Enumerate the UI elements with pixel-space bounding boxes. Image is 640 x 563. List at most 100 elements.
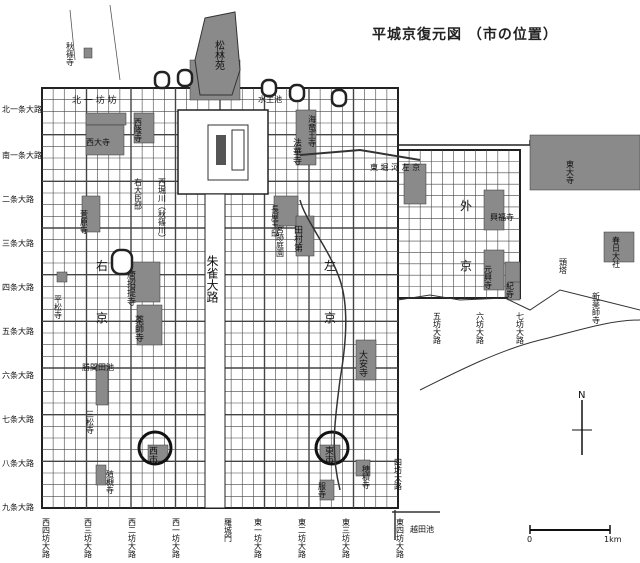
row-labels: 北一条大路南一条大路二条大路三条大路四条大路五条大路六条大路七条大路八条大路九条… [2, 104, 42, 512]
place-label: 東 堀 河 左 京 [370, 162, 420, 172]
place-label: 西堀川（秋篠川） [158, 178, 167, 242]
place-label: 東大寺 [566, 159, 575, 184]
pond-icon [110, 248, 134, 276]
place-label: 春日大社 [612, 235, 621, 269]
place-label: 右大臣邸 [134, 177, 143, 211]
place-label: 左 [324, 258, 336, 273]
temple-block [85, 112, 127, 126]
place-label: 宮跡庭園 [276, 224, 285, 258]
temple-blocks [56, 11, 640, 501]
temple-block [95, 364, 109, 406]
place-label: 海竜王寺 [308, 114, 317, 147]
southeast-line [392, 510, 440, 540]
palace-buildings [207, 124, 249, 181]
outer-capital-top [397, 140, 531, 150]
bottom-road-label: 西四坊大路 [42, 518, 51, 558]
bottom-road-label: 西一坊大路 [172, 518, 181, 558]
east-road-label: 四坊大路 [394, 458, 403, 490]
place-label: 水主池 [258, 94, 282, 104]
place-label: 京 [460, 259, 472, 273]
pond-icon [330, 88, 348, 108]
river-east [419, 319, 640, 391]
bottom-road-label: 東二坊大路 [298, 517, 307, 558]
place-label: 西大寺 [86, 137, 110, 147]
place-labels: 秋篠寺松林苑西大寺西隆寺水主池法華寺海竜王寺菅原寺右大臣邸長屋王邸宮跡庭園田村第… [54, 39, 621, 534]
temple-block [273, 195, 299, 227]
place-label: 京 [96, 311, 108, 325]
suzaku-road [204, 193, 226, 509]
place-label: 菅原寺 [80, 209, 89, 234]
bottom-labels: 西四坊大路 西三坊大路 西二坊大路 西一坊大路 羅城門 東一坊大路 東二坊大路 東三坊大路 東四… [42, 311, 525, 558]
row-label: 七条大路 [2, 414, 34, 424]
map-title: 平城京復元図 （市の位置） [372, 27, 558, 43]
place-label: 紀寺 [506, 281, 515, 298]
shorinen-block [194, 11, 241, 96]
place-label: 殖槻寺 [106, 469, 115, 494]
place-label: 薬師寺 [133, 314, 144, 342]
place-label: 興福寺 [490, 212, 514, 222]
row-label: 南一条大路 [2, 150, 42, 160]
place-label: 元興寺 [484, 265, 493, 289]
east-road-label: 六坊大路 [476, 311, 485, 344]
boundary-line [397, 289, 640, 311]
row-label: 八条大路 [2, 458, 34, 468]
place-label: 三松寺 [86, 410, 95, 434]
row-label: 六条大路 [2, 370, 34, 380]
place-label: 平松寺 [54, 295, 63, 319]
row-label: 二条大路 [2, 194, 34, 204]
temple-block [81, 195, 101, 233]
east-canal-line [299, 148, 421, 161]
east-market-circle [314, 430, 350, 466]
river-line [299, 199, 347, 491]
pond-icon [288, 83, 306, 103]
bottom-road-label: 東一坊大路 [254, 517, 263, 558]
place-label: 服寺 [318, 482, 327, 498]
temple-block [147, 444, 169, 462]
east-road-label: 五坊大路 [433, 312, 442, 344]
temple-block [529, 134, 640, 191]
place-label: 田村第 [292, 225, 303, 253]
temple-block [95, 464, 107, 486]
place-label: 秋篠寺 [66, 41, 75, 66]
place-label: 長屋王邸 [271, 205, 280, 238]
temple-block [85, 124, 125, 156]
temple-block [507, 281, 521, 301]
place-label: 外 [460, 199, 472, 213]
row-label: 四条大路 [2, 282, 34, 292]
bottom-road-label: 東三坊大路 [342, 517, 351, 558]
north-lines [69, 4, 121, 81]
place-label: 勝間田池 [82, 362, 114, 372]
temple-block [355, 459, 371, 477]
place-label: 京 [324, 311, 336, 325]
bottom-road-label: 羅城門 [224, 518, 233, 543]
scale-one: 1km [604, 535, 622, 544]
temple-block [295, 215, 315, 257]
north-label: N [578, 390, 585, 401]
row-label: 九条大路 [2, 502, 34, 512]
pond-icon [153, 70, 171, 90]
palace-hall [216, 135, 226, 165]
place-label: 北 一 坊 坊 [72, 94, 117, 106]
place-label: 大安寺 [357, 349, 368, 377]
pond-icon [176, 68, 194, 88]
palace-hall-east [231, 129, 245, 171]
temple-block [83, 47, 93, 59]
temple-block [483, 249, 505, 291]
temple-block [133, 112, 155, 144]
bottom-road-label: 東四坊大路 [396, 517, 405, 558]
bottom-road-label: 西二坊大路 [128, 518, 137, 558]
row-label: 北一条大路 [2, 104, 42, 114]
pond-icon [260, 78, 278, 98]
east-road-label: 七坊大路 [516, 312, 525, 344]
place-label: 唐招提寺 [125, 269, 136, 306]
place-label: 法華寺 [291, 137, 302, 165]
bottom-road-label: 西三坊大路 [84, 518, 93, 558]
place-label: 東市 [323, 445, 334, 465]
place-label: 新薬師寺 [592, 291, 601, 324]
place-label: 西市 [147, 446, 158, 465]
temple-block [136, 304, 163, 346]
west-market-circle [137, 430, 173, 466]
temple-block [129, 261, 161, 303]
